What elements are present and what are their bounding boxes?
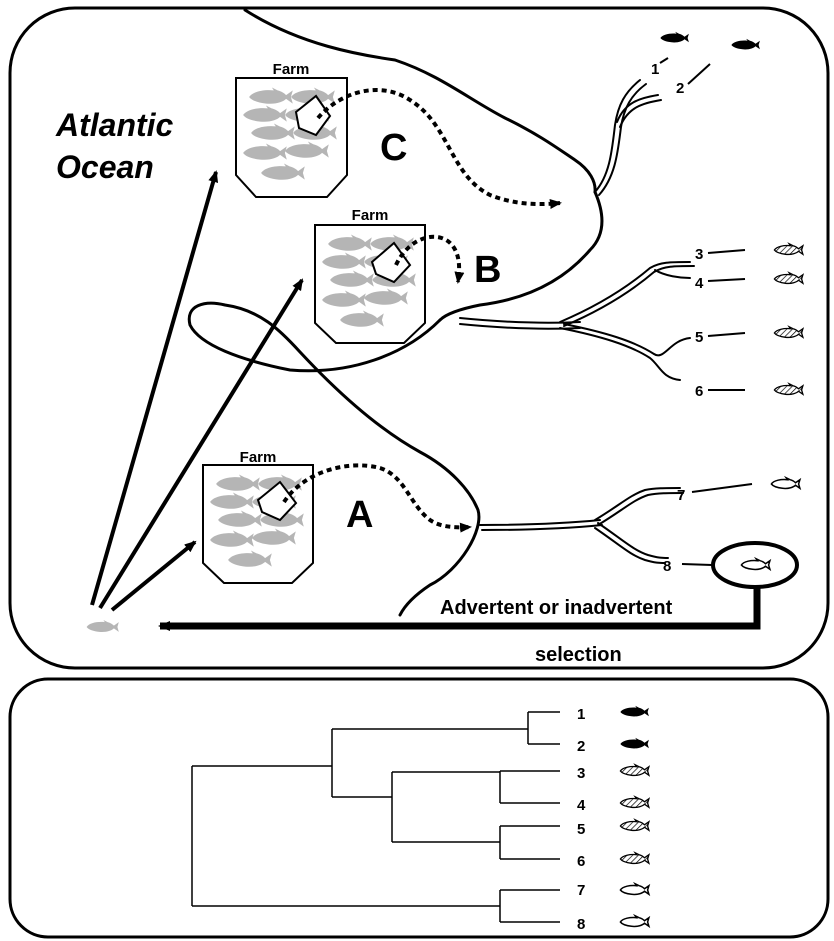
- tree-leaf-5-fish-icon: [619, 818, 651, 832]
- coastline: [187, 8, 604, 617]
- farm-a-escape-gap-icon: [256, 480, 298, 522]
- escape-path-a: [282, 463, 472, 533]
- selection-label-line1: Advertent or inadvertent: [440, 597, 673, 619]
- farm-fish-icon: [328, 234, 372, 251]
- farm-fish-icon: [322, 252, 366, 269]
- farm-c-fish: [243, 87, 337, 180]
- map-pop-6-number: 6: [695, 383, 703, 400]
- farm-fish-icon: [285, 141, 329, 158]
- farm-b-label: Farm: [352, 207, 389, 224]
- farm-fish-icon: [252, 528, 296, 545]
- tree-leaf-8-fish-icon: [619, 913, 651, 929]
- map-population-fish: [660, 31, 805, 572]
- map-pop-4-fish-icon: [773, 271, 805, 285]
- farm-a-letter: A: [346, 494, 373, 536]
- farm-fish-icon: [216, 474, 260, 491]
- map-pop-1-fish-icon: [660, 31, 689, 43]
- tree-leaf-2-number: 2: [577, 738, 585, 755]
- escape-path-c: [316, 88, 562, 209]
- selection-label-line2: selection: [535, 644, 622, 666]
- farm-b-letter: B: [474, 249, 501, 291]
- farm-a: Farm A: [202, 449, 472, 584]
- stocking-arrow-c: [90, 170, 219, 606]
- tree-leaf-3-number: 3: [577, 765, 585, 782]
- tree-leaf-4-number: 4: [577, 797, 586, 814]
- broodstock-fish: [86, 620, 119, 633]
- river-system: [459, 79, 695, 564]
- map-panel: Atlantic Ocean Farm C Farm B Farm A: [8, 6, 830, 670]
- tree-leaf-7-fish-icon: [619, 881, 651, 897]
- tree-leaf-8-number: 8: [577, 916, 585, 933]
- map-pop-2-number: 2: [676, 80, 684, 97]
- phylogeny-panel-frame: [8, 677, 830, 939]
- farm-fish-icon: [370, 234, 414, 251]
- map-pop-4-number: 4: [695, 275, 704, 292]
- broodstock-fish-icon: [86, 620, 119, 633]
- farm-b-escape-gap-icon: [370, 241, 412, 284]
- tree-leaf-5-number: 5: [577, 821, 585, 838]
- farm-b: Farm B: [314, 207, 501, 344]
- tree-leaf-6-number: 6: [577, 853, 585, 870]
- farm-c-escape-gap-icon: [294, 94, 332, 137]
- map-pop-3-number: 3: [695, 246, 703, 263]
- stocking-arrows: [90, 170, 304, 612]
- farm-fish-icon: [364, 288, 408, 305]
- phylogeny-panel: 1 2 3 4 5 6 7 8: [8, 677, 830, 939]
- tree-leaf-1-number: 1: [577, 706, 585, 723]
- farm-fish-icon: [291, 87, 335, 104]
- tree-leaf-4-fish-icon: [619, 795, 651, 809]
- ocean-label-line2: Ocean: [56, 149, 154, 185]
- farm-c-letter: C: [380, 127, 407, 169]
- farm-fish-icon: [243, 105, 287, 122]
- map-pop-6-fish-icon: [773, 382, 805, 396]
- map-pop-2-fish-icon: [731, 38, 760, 50]
- stocking-arrow-b: [98, 278, 304, 610]
- map-population-numbers: 1 2 3 4 5 6 7 8: [651, 61, 704, 575]
- farm-fish-icon: [210, 492, 254, 509]
- map-pop-5-fish-icon: [773, 325, 805, 339]
- ocean-label-line1: Atlantic: [55, 107, 174, 143]
- farm-fish-icon: [261, 163, 305, 180]
- map-pop-7-fish-icon: [770, 475, 802, 491]
- map-pop-5-number: 5: [695, 329, 703, 346]
- tree-leaf-fish: [619, 705, 651, 929]
- tree-leaf-2-fish-icon: [620, 737, 649, 749]
- tree-leaf-1-fish-icon: [620, 705, 649, 717]
- farm-fish-icon: [243, 143, 287, 160]
- farm-a-label: Farm: [240, 449, 277, 466]
- farm-c-label: Farm: [273, 61, 310, 78]
- tree-leaf-3-fish-icon: [619, 763, 651, 777]
- farm-fish-icon: [330, 270, 374, 287]
- tree-leaf-6-fish-icon: [619, 851, 651, 865]
- farm-fish-icon: [249, 87, 293, 104]
- tree-leaf-numbers: 1 2 3 4 5 6 7 8: [577, 706, 586, 933]
- phylogenetic-tree: [191, 711, 560, 923]
- farm-fish-icon: [251, 123, 295, 140]
- farm-fish-icon: [340, 310, 384, 327]
- tributary-leaders: [659, 57, 753, 566]
- stocking-arrow-a: [110, 540, 197, 612]
- farm-fish-icon: [218, 510, 262, 527]
- selected-population-circle: [711, 541, 799, 589]
- map-pop-3-fish-icon: [773, 242, 805, 256]
- map-pop-7-number: 7: [677, 487, 685, 504]
- farm-fish-icon: [322, 290, 366, 307]
- map-pop-8-number: 8: [663, 558, 671, 575]
- farm-fish-icon: [228, 550, 272, 567]
- map-pop-8-fish-icon: [740, 556, 772, 572]
- map-pop-1-number: 1: [651, 61, 659, 78]
- farm-c: Farm C: [235, 61, 562, 209]
- selection-arrow: [158, 588, 761, 631]
- tree-leaf-7-number: 7: [577, 882, 585, 899]
- farm-fish-icon: [210, 530, 254, 547]
